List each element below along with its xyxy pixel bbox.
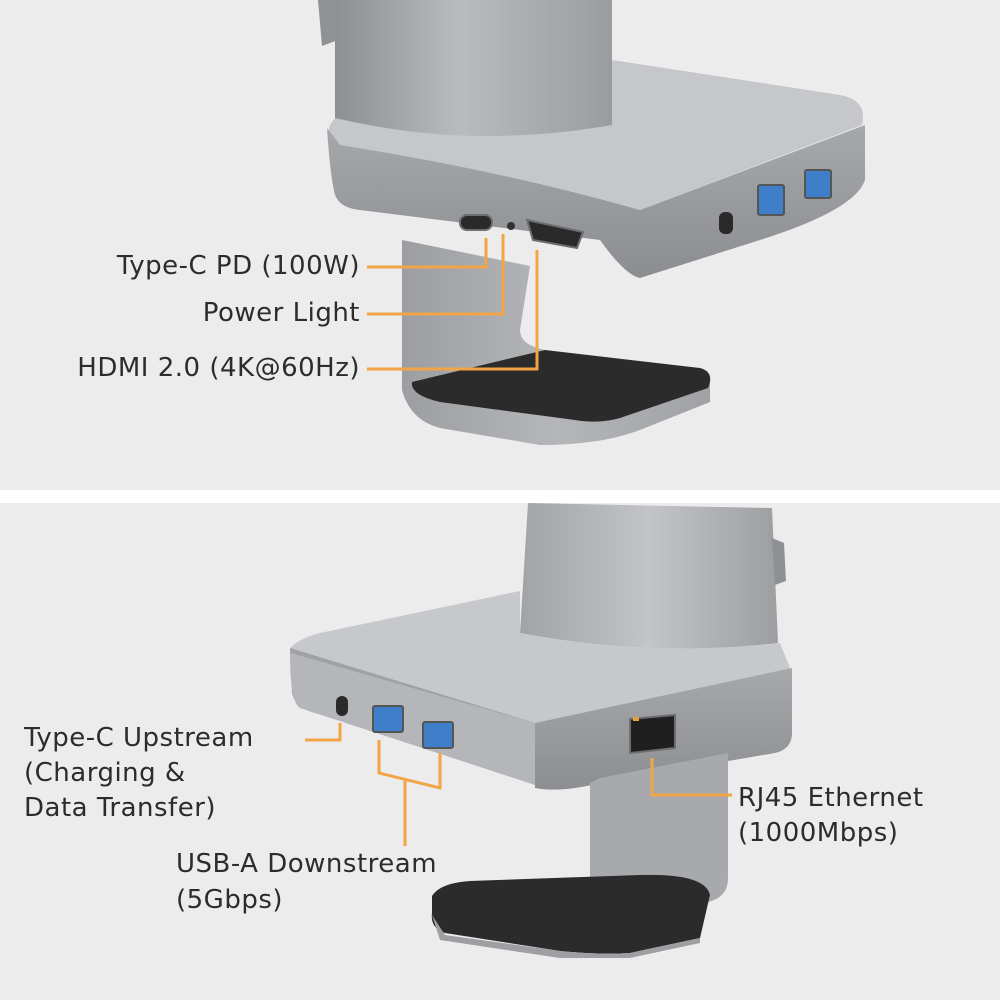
clamp-tab	[318, 0, 338, 46]
pole-column	[520, 503, 778, 649]
type-c-pd-port	[459, 214, 493, 231]
dock-front-illustration	[318, 0, 865, 445]
callout-bracket-usb-a	[377, 740, 442, 790]
side-usb-a-port-2	[804, 169, 832, 199]
side-usb-a-port-1	[757, 184, 785, 216]
callout-line-hdmi	[367, 250, 539, 371]
label-hdmi: HDMI 2.0 (4K@60Hz)	[77, 353, 360, 383]
label-rj45-line1: RJ45 Ethernet	[738, 783, 924, 813]
bottom-product-view: Type-C Upstream (Charging & Data Transfe…	[0, 503, 1000, 1000]
dock-rear-illustration	[290, 503, 792, 958]
label-usb-a-line1: USB-A Downstream	[176, 849, 438, 879]
label-type-c-upstream-line1: Type-C Upstream	[24, 723, 254, 753]
side-type-c-port	[719, 212, 733, 234]
pole-column	[335, 0, 612, 138]
type-c-upstream-port	[336, 696, 348, 716]
callout-line-type-c-pd	[367, 238, 488, 269]
usb-a-port-1	[372, 705, 404, 733]
label-power-light: Power Light	[202, 298, 360, 328]
hdmi-port	[525, 218, 585, 250]
top-product-view: Type-C PD (100W) Power Light HDMI 2.0 (4…	[0, 0, 1000, 490]
power-light	[507, 222, 515, 230]
clamp-tab	[772, 538, 786, 585]
label-usb-a-line2: (5Gbps)	[176, 885, 284, 915]
dock-front-face	[327, 125, 865, 278]
dock-port-face	[290, 653, 535, 785]
callout-line-power-light	[367, 234, 505, 316]
callout-line-type-c-upstream	[305, 723, 342, 742]
dock-front-face	[291, 653, 792, 790]
stand-upright	[590, 753, 728, 903]
label-rj45-line2: (1000Mbps)	[738, 818, 899, 848]
rj45-port	[629, 713, 676, 755]
foot-pad	[431, 874, 710, 954]
label-type-c-upstream-line2: (Charging &	[24, 758, 186, 788]
dock-top-surface	[328, 60, 864, 210]
usb-a-port-2	[422, 721, 454, 749]
label-type-c-upstream-line3: Data Transfer)	[24, 793, 217, 823]
label-type-c-pd: Type-C PD (100W)	[116, 251, 360, 281]
rj45-led	[633, 717, 639, 721]
callout-line-rj45	[650, 758, 732, 797]
foot-base-edge	[432, 915, 700, 958]
